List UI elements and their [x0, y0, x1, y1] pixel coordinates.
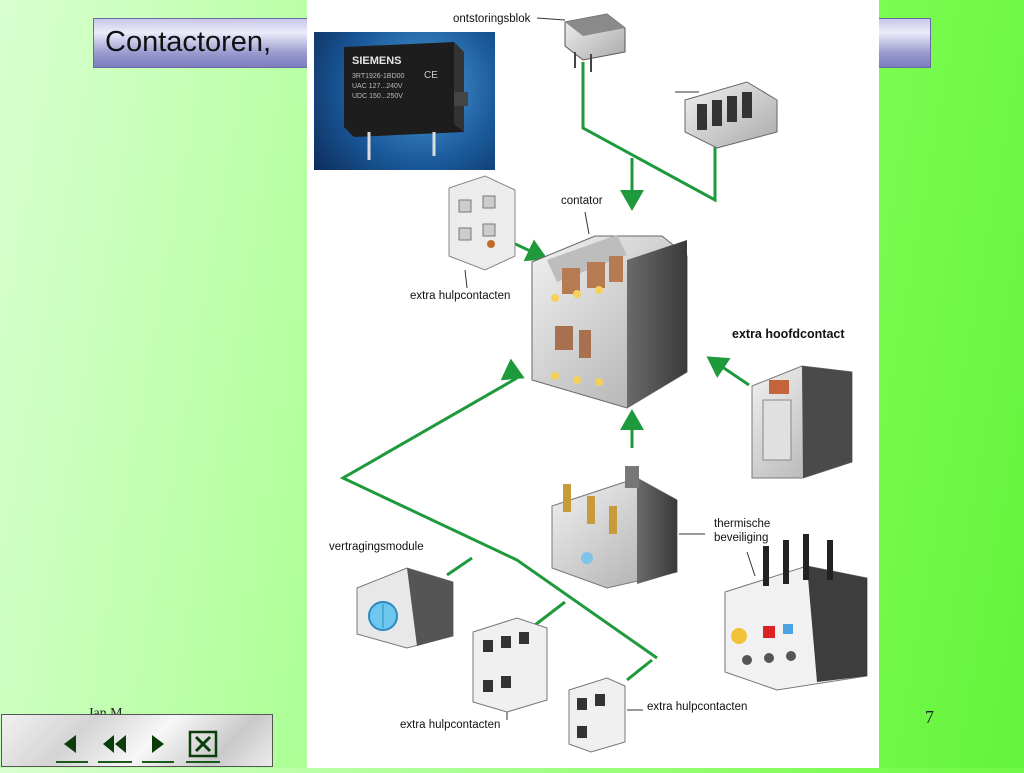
- next-icon: [152, 735, 164, 753]
- ce-mark-icon: CE: [424, 70, 438, 81]
- connector-lines: [339, 62, 750, 682]
- navigation-bar: [1, 714, 273, 767]
- label-ontstoringsblok: ontstoringsblok: [453, 13, 531, 25]
- previous-button[interactable]: [56, 729, 88, 763]
- photo-line2: UAC 127...240V: [352, 83, 403, 90]
- page-number: 7: [925, 707, 934, 727]
- label-extra-hoofdcontact: extra hoofdcontact: [732, 327, 845, 341]
- thermal-relay-device: [551, 466, 705, 589]
- label-extra-hulpcontacten-bottom-right: extra hulpcontacten: [647, 701, 748, 713]
- label-extra-hulpcontacten-top: extra hulpcontacten: [410, 290, 511, 302]
- close-icon: [188, 730, 218, 758]
- label-thermische: thermische: [714, 518, 771, 530]
- first-button[interactable]: [98, 729, 132, 763]
- close-button[interactable]: [186, 729, 220, 763]
- ontstoringsblok-device: [536, 13, 626, 72]
- previous-icon: [64, 735, 76, 753]
- next-button[interactable]: [142, 729, 174, 763]
- contactor-device: [531, 211, 688, 409]
- auxiliary-contact-top: [448, 175, 516, 289]
- label-contator: contator: [561, 195, 603, 207]
- label-vertragingsmodule: vertragingsmodule: [329, 541, 424, 553]
- contactor-diagram: [339, 13, 868, 753]
- auxiliary-contact-bottom-right: [568, 677, 643, 753]
- slide-title: Contactoren,: [105, 26, 272, 58]
- label-beveiliging: beveiliging: [714, 532, 769, 544]
- first-icon: [103, 735, 126, 753]
- photo-line3: UDC 150...250V: [352, 93, 403, 100]
- photo-line1: 3RT1926-1BD00: [352, 73, 405, 80]
- thermal-relay-photo: [724, 534, 868, 691]
- photo-brand: SIEMENS: [352, 55, 402, 67]
- siemens-module-photo: SIEMENS 3RT1926-1BD00 UAC 127...240V UDC…: [314, 32, 495, 170]
- delay-module-device: [356, 567, 454, 649]
- auxiliary-contact-bottom-left: [472, 617, 548, 720]
- terminal-block-device: [675, 81, 778, 149]
- label-extra-hulpcontacten-bottom-left: extra hulpcontacten: [400, 719, 501, 731]
- extra-main-contact-device: [751, 365, 853, 479]
